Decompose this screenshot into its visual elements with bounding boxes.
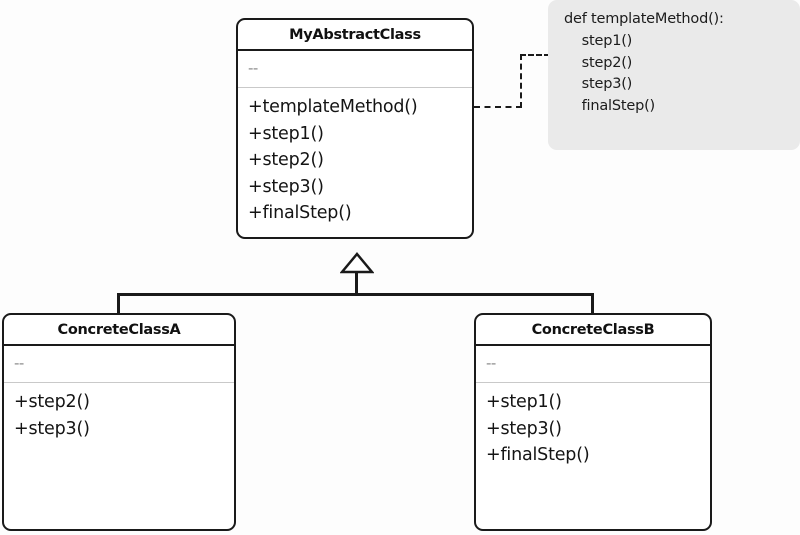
attribute-row: -- xyxy=(486,354,496,372)
class-name-my-abstract-class: MyAbstractClass xyxy=(238,20,472,51)
code-note-line: step1() xyxy=(564,32,633,49)
code-note-line: def templateMethod(): xyxy=(564,11,724,27)
class-attributes-concrete-class-a: -- xyxy=(4,346,234,383)
operation-row: +step3() xyxy=(14,418,90,439)
attribute-row: -- xyxy=(248,59,258,77)
inheritance-drop-left xyxy=(117,293,120,314)
operation-row: +step1() xyxy=(248,123,324,144)
operation-row: +step2() xyxy=(14,392,90,412)
code-note-line: step3() xyxy=(564,76,633,93)
class-name-concrete-class-a: ConcreteClassA xyxy=(4,315,234,346)
inheritance-bus xyxy=(117,293,594,296)
attribute-row: -- xyxy=(14,354,24,372)
operation-row: +step1() xyxy=(486,392,562,412)
class-attributes-my-abstract-class: -- xyxy=(238,51,472,88)
operation-row: +templateMethod() xyxy=(248,97,418,117)
class-box-my-abstract-class[interactable]: MyAbstractClass -- +templateMethod() +st… xyxy=(236,18,474,239)
code-note-line: step2() xyxy=(564,54,633,71)
operation-row: +finalStep() xyxy=(248,203,352,224)
note-link-segment-horizontal-upper xyxy=(520,54,550,56)
note-link-segment-vertical xyxy=(520,54,522,108)
note-link-segment-horizontal-lower xyxy=(474,106,522,108)
class-operations-concrete-class-b: +step1() +step3() +finalStep() xyxy=(476,383,710,469)
class-name-concrete-class-b: ConcreteClassB xyxy=(476,315,710,346)
class-attributes-concrete-class-b: -- xyxy=(476,346,710,383)
class-box-concrete-class-a[interactable]: ConcreteClassA -- +step2() +step3() xyxy=(2,313,236,531)
inheritance-stem xyxy=(355,271,358,295)
class-operations-concrete-class-a: +step2() +step3() xyxy=(4,383,234,442)
code-note-template-method: def templateMethod(): step1() step2() st… xyxy=(548,0,800,150)
operation-row: +step2() xyxy=(248,150,324,171)
class-box-concrete-class-b[interactable]: ConcreteClassB -- +step1() +step3() +fin… xyxy=(474,313,712,531)
code-note-line: finalStep() xyxy=(564,98,656,114)
operation-row: +step3() xyxy=(248,176,324,197)
operation-row: +finalStep() xyxy=(486,445,590,466)
operation-row: +step3() xyxy=(486,418,562,439)
inheritance-drop-right xyxy=(591,293,594,314)
class-operations-my-abstract-class: +templateMethod() +step1() +step2() +ste… xyxy=(238,88,472,227)
